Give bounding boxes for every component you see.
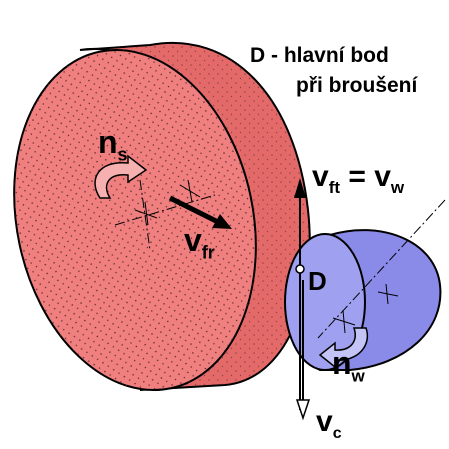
radial-feed-arrow [168, 195, 232, 229]
cutting-speed-arrow [295, 280, 311, 421]
diagram-title-line1: D - hlavní bod [250, 44, 389, 67]
label-vft-main: v [312, 160, 329, 193]
diagram-title-line2: při broušení [296, 74, 418, 97]
label-vft-sub: ft [328, 178, 341, 197]
label-vfr: vfr [184, 222, 215, 263]
label-equals: = [348, 160, 366, 193]
point-d-marker [295, 264, 305, 274]
label-ns-main: n [98, 124, 118, 160]
label-vc: vc [316, 405, 342, 443]
label-vft-equals-vw: vft = vw [312, 160, 404, 198]
label-vc-main: v [316, 405, 333, 438]
workpiece-face [284, 233, 366, 371]
label-ns-sub: s [117, 144, 128, 165]
label-nw: nw [332, 345, 365, 386]
label-point-d: D [308, 266, 327, 296]
workpiece-axis [317, 199, 446, 339]
label-nw-sub: w [351, 366, 365, 386]
wheel-axis [114, 179, 216, 251]
label-vfr-sub: fr [201, 242, 215, 263]
label-vw-sub: w [390, 178, 405, 197]
label-nw-main: n [332, 345, 352, 381]
workpiece-rotation-arrow [318, 327, 369, 369]
label-vw-main: v [374, 160, 391, 193]
workpiece [284, 229, 442, 371]
grinding-wheel [13, 41, 311, 392]
label-vfr-main: v [184, 222, 202, 258]
tangential-feed-arrow [294, 178, 306, 410]
wheel-rotation-arrow [94, 154, 148, 199]
label-vc-sub: c [332, 425, 342, 442]
label-ns: ns [98, 124, 128, 165]
